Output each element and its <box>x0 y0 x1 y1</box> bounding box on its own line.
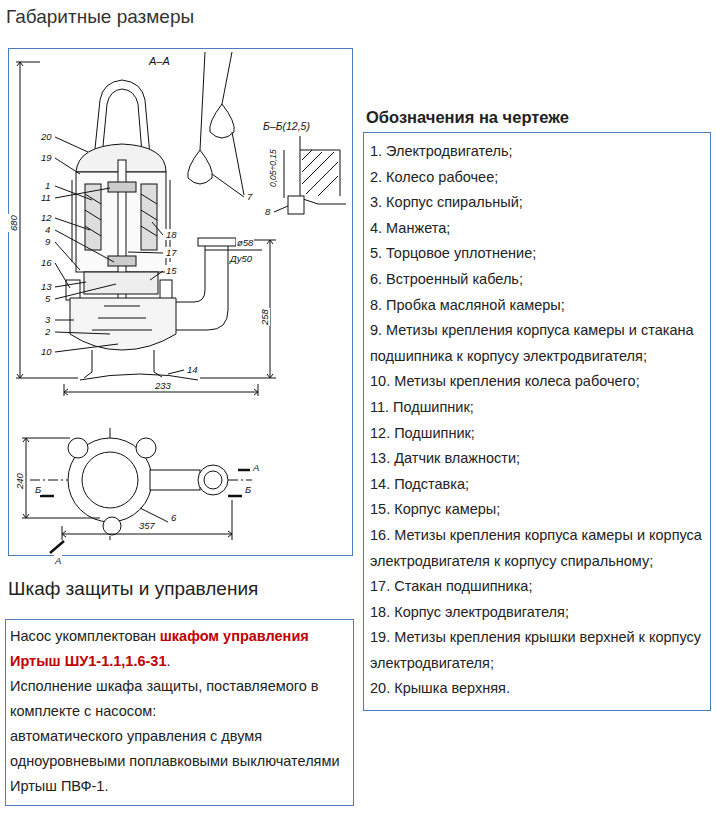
text-paragraph: 5. Торцовое уплотнение; <box>370 241 705 267</box>
legend-item: 14. Подставка; <box>370 476 469 492</box>
text-paragraph: 15. Корпус камеры; <box>370 497 705 523</box>
legend-item: 1. Электродвигатель; <box>370 143 513 159</box>
callout-number: 10 <box>40 346 53 357</box>
text-paragraph: автоматического управления с двумя одноу… <box>10 724 348 799</box>
callout-number: 13 <box>40 281 53 292</box>
panel-heading: Обозначения на чертеже <box>363 108 711 127</box>
callout-number: 18 <box>165 229 178 240</box>
callout-number: 4 <box>44 224 51 235</box>
body-text: Насос укомплектован <box>10 628 156 644</box>
legend-item: 20. Крышка верхняя. <box>370 680 510 696</box>
text-paragraph: 19. Метизы крепления крышки верхней к ко… <box>370 625 705 676</box>
text-paragraph: 16. Метизы крепления корпуса камеры и ко… <box>370 523 705 574</box>
text-paragraph: 10. Метизы крепления колеса рабочего; <box>370 369 705 395</box>
dimension-label: 240 <box>14 472 25 490</box>
legend-item: 6. Встроенный кабель; <box>370 271 523 287</box>
legend-item: 11. Подшипник; <box>370 399 474 415</box>
legend-item: 9. Метизы крепления корпуса камеры и ста… <box>370 322 694 364</box>
callout-number: 17 <box>165 247 178 258</box>
legend-item: 5. Торцовое уплотнение; <box>370 245 536 261</box>
callout-number: 8 <box>264 206 271 217</box>
dimension-label: 357 <box>138 520 156 531</box>
legend-item: 15. Корпус камеры; <box>370 501 500 517</box>
text-paragraph: 12. Подшипник; <box>370 421 705 447</box>
callout-number: 12 <box>40 212 53 223</box>
callout-number: 15 <box>165 265 178 276</box>
dimension-label: А <box>54 555 62 566</box>
legend-item: 17. Стакан подшипника; <box>370 578 532 594</box>
legend-item: 12. Подшипник; <box>370 425 475 441</box>
body-text: автоматического управления с двумя одноу… <box>10 728 340 794</box>
legend-item: 8. Пробка масляной камеры; <box>370 297 565 313</box>
callout-number: 7 <box>246 191 253 202</box>
text-paragraph: 17. Стакан подшипника; <box>370 574 705 600</box>
text-paragraph: 13. Датчик влажности; <box>370 446 705 472</box>
callout-number: 20 <box>40 131 53 142</box>
text-paragraph: Исполнение шкафа защиты, поставляемого в… <box>10 674 348 724</box>
text-paragraph: 6. Встроенный кабель; <box>370 267 705 293</box>
callout-number: 11 <box>40 192 52 203</box>
legend-item: 18. Корпус электродвигателя; <box>370 604 569 620</box>
text-paragraph: 14. Подставка; <box>370 472 705 498</box>
text-paragraph: 20. Крышка верхняя. <box>370 676 705 702</box>
dimension-label: ø58 <box>236 237 254 248</box>
body-text: . <box>166 653 170 669</box>
text-paragraph: 11. Подшипник; <box>370 395 705 421</box>
callout-number: 3 <box>44 314 51 325</box>
text-paragraph: 9. Метизы крепления корпуса камеры и ста… <box>370 318 705 369</box>
legend-item: 16. Метизы крепления корпуса камеры и ко… <box>370 527 702 569</box>
text-paragraph: Насос укомплектованшкафом управления Ирт… <box>10 624 348 674</box>
dimension-label: 258 <box>259 308 270 326</box>
dimension-label: А–А <box>148 55 171 68</box>
page-heading: Габаритные размеры <box>6 6 194 28</box>
legend-item: 3. Корпус спиральный; <box>370 194 523 210</box>
legend-item: 13. Датчик влажности; <box>370 450 520 466</box>
drawing-frame <box>9 49 353 556</box>
legend-item: 19. Метизы крепления крышки верхней к ко… <box>370 629 701 671</box>
dimension-label: Ду50 <box>229 253 253 264</box>
dimension-label: 680 <box>8 214 19 232</box>
callout-number: 19 <box>40 152 53 163</box>
legend-item: 2. Колесо рабочее; <box>370 169 498 185</box>
panel-heading: Шкаф защиты и управления <box>5 578 354 600</box>
legend-panel: Шкаф защиты и управленияНасос укомплекто… <box>5 578 354 806</box>
dimension-label: Б <box>34 484 42 495</box>
dimension-label: Б–Б(12,5) <box>262 120 311 133</box>
dimension-label: 233 <box>154 380 172 391</box>
callout-number: 14 <box>186 364 199 375</box>
callout-number: 9 <box>44 236 51 247</box>
legend-item: 4. Манжета; <box>370 220 450 236</box>
panel-box: Насос укомплектованшкафом управления Ирт… <box>5 619 354 806</box>
body-text: Исполнение шкафа защиты, поставляемого в… <box>10 678 319 719</box>
text-paragraph: 3. Корпус спиральный; <box>370 190 705 216</box>
text-paragraph: 18. Корпус электродвигателя; <box>370 600 705 626</box>
legend-panel: Обозначения на чертеже 1. Электродвигател… <box>363 108 711 711</box>
callout-number: 1 <box>44 180 51 191</box>
text-paragraph: 2. Колесо рабочее; <box>370 165 705 191</box>
dimension-label: А <box>252 462 260 473</box>
dimension-label: Б <box>244 484 252 495</box>
section-view <box>16 52 346 396</box>
callout-number: 2 <box>44 326 51 337</box>
text-paragraph: 1. Электродвигатель; <box>370 139 705 165</box>
text-paragraph: 8. Пробка масляной камеры; <box>370 293 705 319</box>
dimension-label: 0,05÷0,15 <box>268 148 279 188</box>
plan-view <box>22 428 252 553</box>
callout-number: 6 <box>170 512 177 523</box>
panel-box: 1. Электродвигатель; 2. Колесо рабочее; 3.… <box>363 132 711 711</box>
text-paragraph: 4. Манжета; <box>370 216 705 242</box>
callout-number: 16 <box>40 257 53 268</box>
legend-item: 10. Метизы крепления колеса рабочего; <box>370 373 640 389</box>
callout-number: 5 <box>44 293 51 304</box>
